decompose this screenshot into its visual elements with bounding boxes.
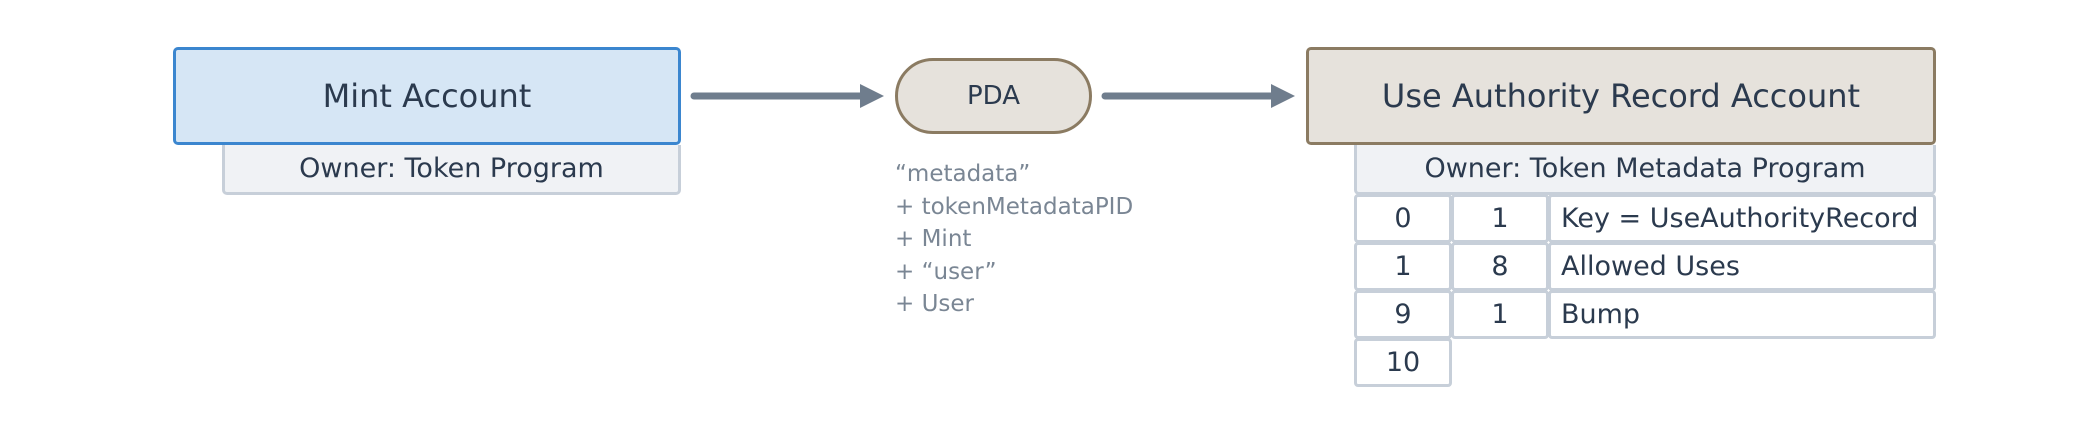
row-2-offset: 9 [1354,290,1452,339]
row-0-offset: 0 [1354,194,1452,243]
seed-item: + User [895,291,975,317]
use-authority-record-owner-label: Owner: Token Metadata Program [1424,153,1866,184]
seed-item: + “user” [895,258,997,285]
arrow-mint-to-pda [690,84,884,108]
row-2-size: 1 [1451,290,1549,339]
mint-account-title: Mint Account [322,77,532,115]
seed-item: + tokenMetadataPID [895,193,1134,220]
mint-account-owner: Owner: Token Program [222,145,681,195]
use-authority-record-owner: Owner: Token Metadata Program [1354,145,1936,195]
row-1-offset: 1 [1354,242,1452,291]
row-1-field: Allowed Uses [1548,242,1936,291]
use-authority-record-box: Use Authority Record Account [1306,47,1936,145]
seed-item: + Mint [895,226,972,252]
mint-account-box: Mint Account [173,47,681,145]
mint-account-owner-label: Owner: Token Program [299,153,604,184]
seed-item: “metadata” [895,161,1031,187]
use-authority-record-title: Use Authority Record Account [1381,77,1861,115]
row-0-size: 1 [1451,194,1549,243]
row-2-field: Bump [1548,290,1936,339]
pda-seeds: “metadata” + tokenMetadataPID + Mint + “… [895,158,1133,321]
pda-node: PDA [895,58,1092,134]
pda-label: PDA [966,81,1021,111]
end-offset: 10 [1354,338,1452,387]
arrow-pda-to-record [1101,84,1295,108]
row-1-size: 8 [1451,242,1549,291]
row-0-field: Key = UseAuthorityRecord [1548,194,1936,243]
